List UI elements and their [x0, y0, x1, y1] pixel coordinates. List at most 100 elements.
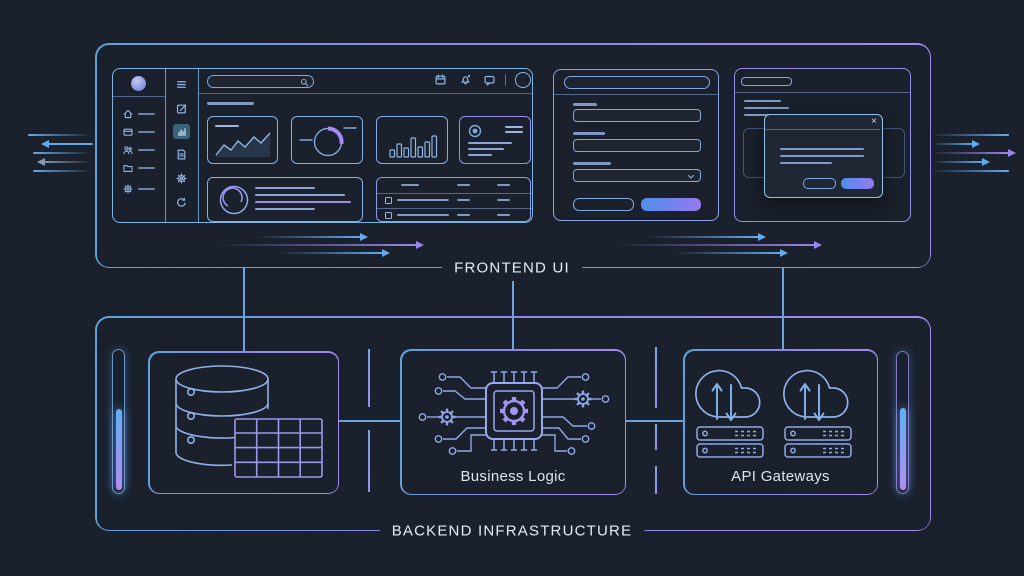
home-icon [123, 109, 133, 119]
left-status-pill [112, 349, 125, 494]
server-icons [695, 425, 852, 458]
circuit-line [655, 347, 657, 408]
database-card [148, 351, 339, 494]
up-down-arrows [711, 382, 824, 421]
line-chart [215, 125, 271, 157]
table-cell [457, 214, 470, 216]
select-field[interactable] [573, 169, 701, 182]
business-logic-label: Business Logic [460, 467, 566, 485]
api-gateways-label: API Gateways [731, 467, 830, 485]
db-to-logic-connector [339, 420, 401, 422]
text-field[interactable] [573, 109, 701, 122]
modal-confirm-button[interactable] [841, 178, 874, 189]
settings-icon[interactable] [176, 173, 187, 184]
calendar-icon[interactable] [435, 74, 446, 85]
circuit-line [655, 466, 657, 494]
summary-art [468, 124, 523, 156]
table-cell [457, 199, 470, 201]
flow-arrow [33, 170, 93, 172]
database-icon [174, 364, 323, 478]
right-pill-fill [899, 408, 906, 490]
frontend-label: FRONTEND UI [442, 258, 582, 278]
form-header-input[interactable] [564, 76, 710, 89]
chat-icon[interactable] [484, 75, 495, 86]
modal-text-placeholder [780, 148, 864, 150]
app-logo [131, 76, 146, 91]
widget-line-chart[interactable] [207, 116, 278, 164]
topbar-divider [198, 93, 532, 94]
primary-button[interactable] [641, 198, 701, 211]
gauge-art [219, 185, 351, 215]
widget-table[interactable] [376, 177, 532, 222]
edit-icon[interactable] [176, 103, 187, 114]
bell-icon[interactable] [460, 74, 471, 85]
flow-arrow [931, 170, 1009, 172]
backend-label: BACKEND INFRASTRUCTURE [379, 521, 645, 541]
flow-arrow [28, 134, 93, 136]
flow-arrow-right [931, 140, 980, 148]
text-placeholder [744, 100, 781, 102]
form-header-divider [554, 94, 718, 95]
text-placeholder [744, 107, 789, 109]
sidebar-divider [113, 96, 165, 97]
dashboard-sidebar [113, 69, 166, 222]
flow-arrow-right [217, 241, 424, 249]
modal-cancel-button[interactable] [803, 178, 836, 189]
browser-mockup-panel: × [734, 68, 911, 222]
modal-close-icon[interactable]: × [871, 116, 877, 127]
flow-arrow [931, 134, 1009, 136]
modal-text-placeholder [780, 162, 832, 164]
browser-tab[interactable] [741, 77, 792, 86]
api-gateways-card: API Gateways [683, 349, 878, 495]
modal-dialog: × [764, 114, 883, 198]
billing-icon [123, 128, 133, 136]
widget-bar-chart[interactable] [376, 116, 448, 164]
widget-donut-chart[interactable] [291, 116, 363, 164]
history-icon[interactable] [176, 197, 187, 208]
flow-arrow-right [277, 249, 390, 257]
rail-item-active[interactable] [173, 124, 190, 139]
secondary-button[interactable] [573, 198, 634, 211]
row-checkbox[interactable] [385, 212, 392, 219]
connector-middle [512, 281, 514, 351]
table-header-cell [497, 184, 510, 186]
users-icon [123, 146, 133, 155]
bar-chart [389, 135, 438, 158]
search-input[interactable] [207, 75, 314, 88]
chip-icon [418, 370, 609, 455]
topbar-separator [505, 74, 506, 86]
flow-arrow-right [673, 249, 788, 257]
browser-header-divider [735, 92, 910, 93]
row-checkbox[interactable] [385, 197, 392, 204]
widget-gauge[interactable] [207, 177, 363, 222]
search-icon [300, 78, 309, 87]
page-title-placeholder [207, 102, 254, 105]
business-logic-card: Business Logic [400, 349, 626, 495]
widget-summary[interactable] [459, 116, 531, 164]
connector-right [782, 267, 784, 351]
folder-icon [123, 165, 133, 172]
table-cell [397, 214, 449, 216]
document-icon[interactable] [176, 149, 187, 160]
circuit-line [368, 430, 370, 492]
modal-text-placeholder [780, 155, 864, 157]
table-cell [397, 199, 449, 201]
chart-icon [177, 127, 186, 136]
table-grid-icon [233, 417, 323, 478]
connector-left [243, 267, 245, 352]
table-header-cell [457, 184, 470, 186]
settings-icon [123, 184, 133, 194]
table-cell [497, 199, 510, 201]
field-label [573, 162, 611, 165]
flow-arrow-left [41, 140, 93, 148]
flow-arrow-right [931, 149, 1016, 157]
donut-chart [299, 126, 357, 157]
menu-icon[interactable] [176, 79, 187, 90]
flow-arrow-right [931, 158, 990, 166]
text-field[interactable] [573, 139, 701, 152]
avatar[interactable] [515, 72, 531, 88]
table-header-cell [401, 184, 419, 186]
flow-arrow-right [645, 233, 766, 241]
gear-small-icon [438, 408, 455, 425]
